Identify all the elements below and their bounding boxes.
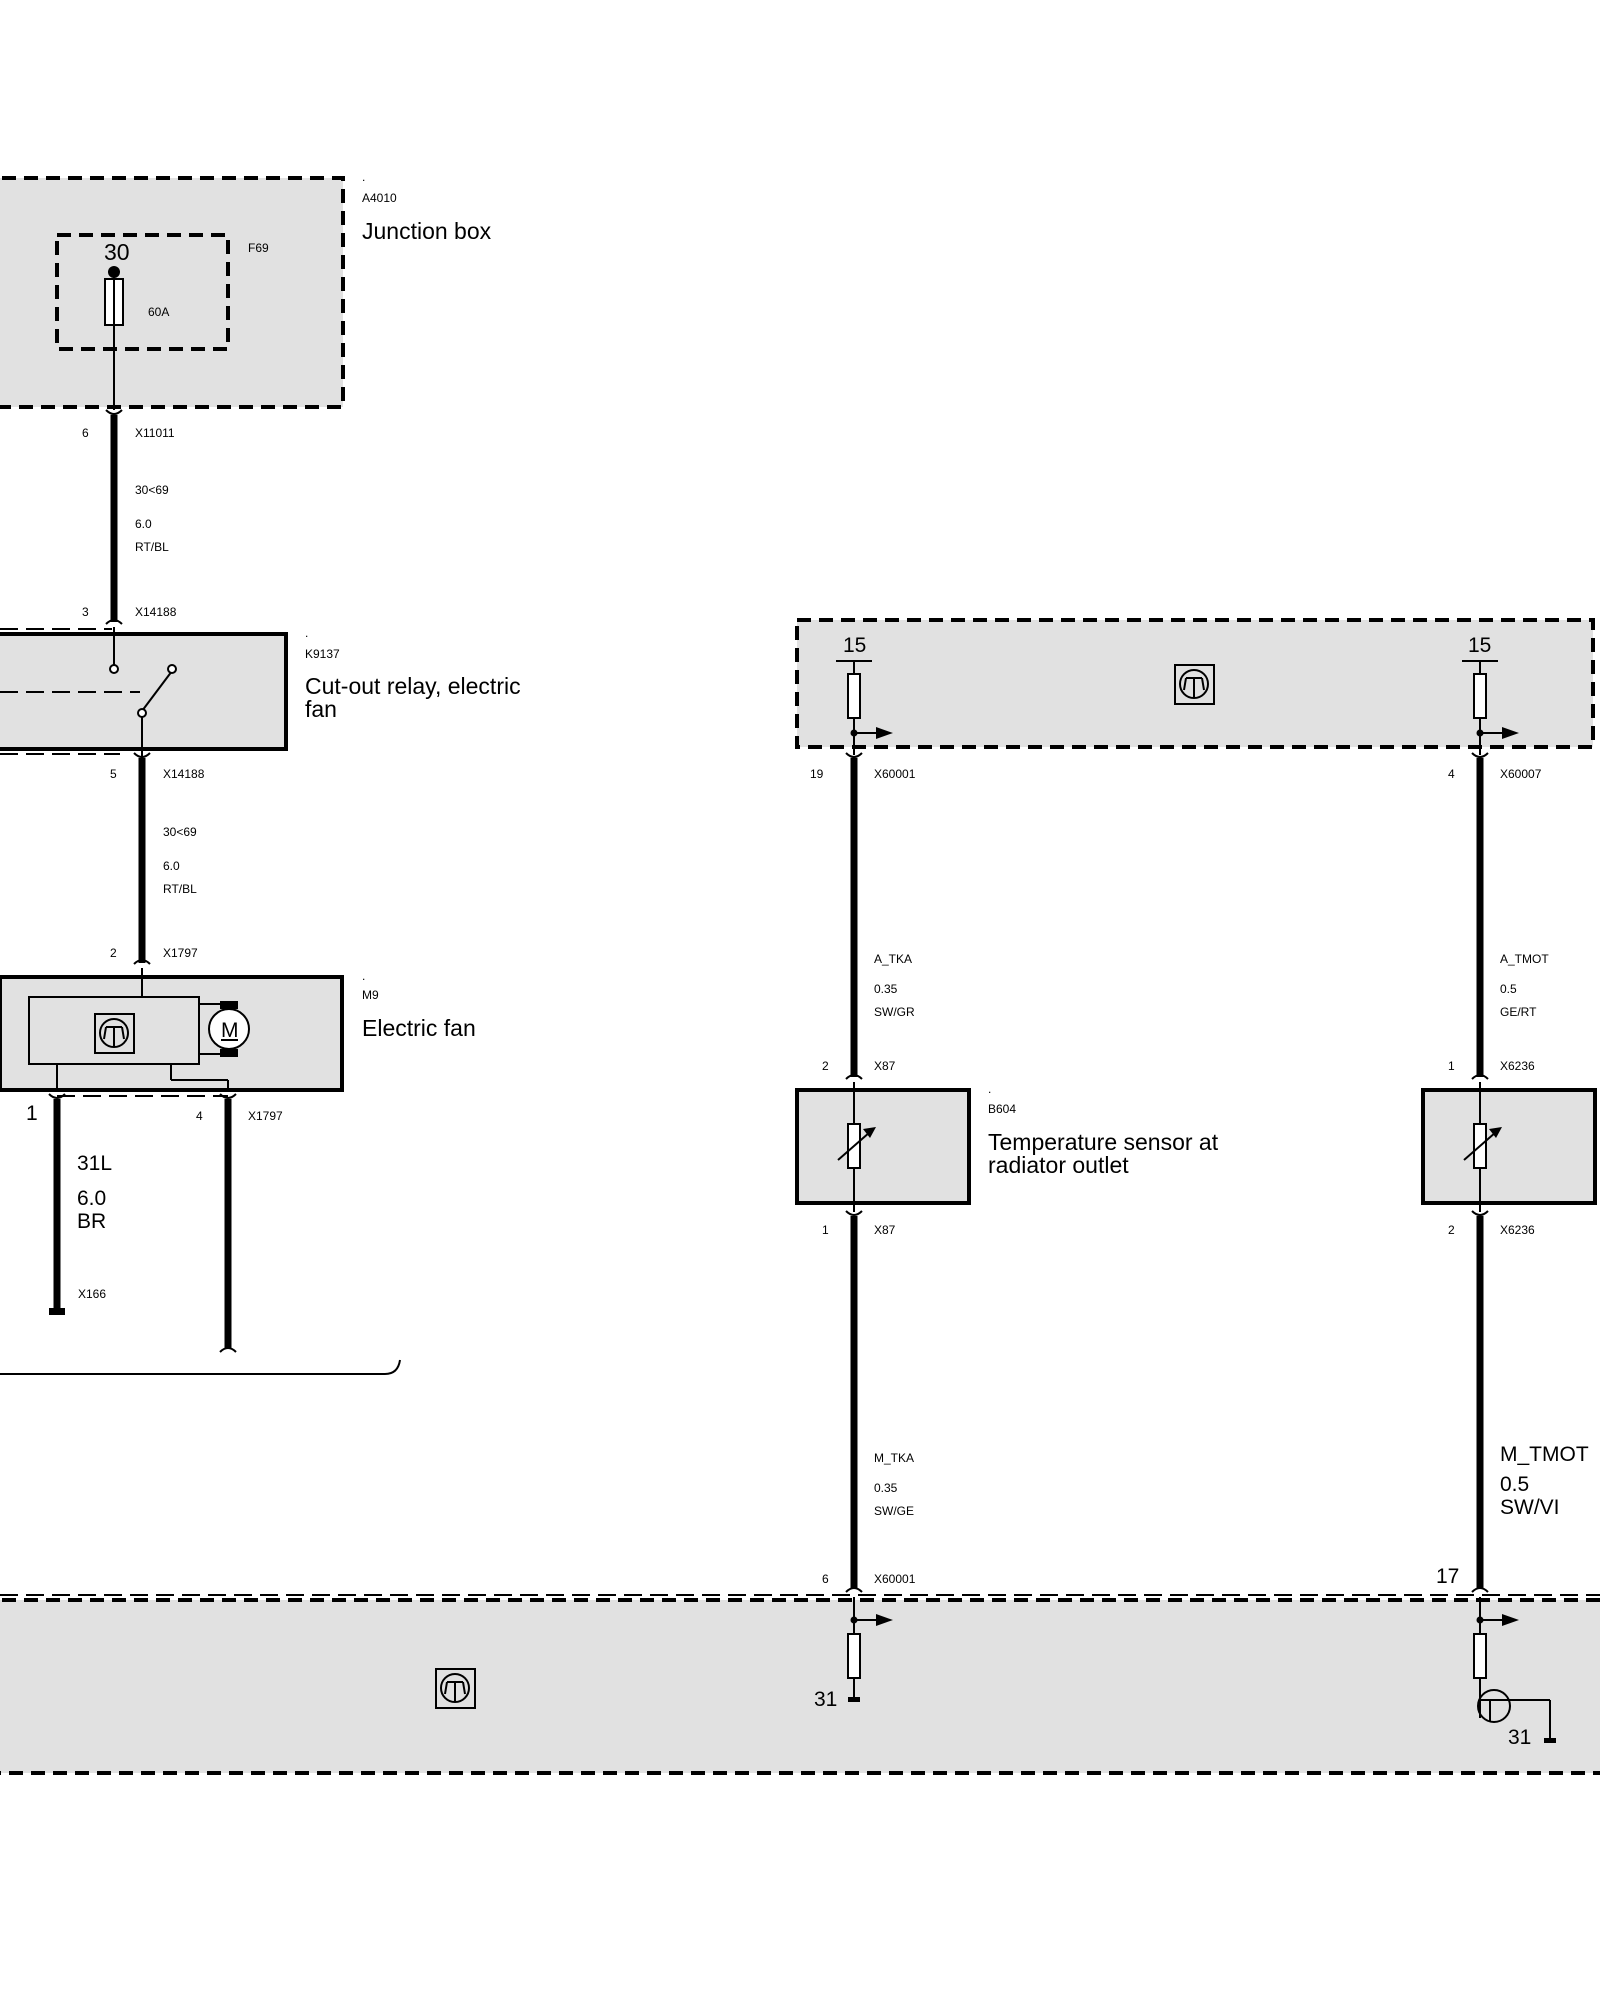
lower-module-outline <box>0 1598 1600 1775</box>
fan-code: M9 <box>362 988 379 1002</box>
wire-pin: 1 <box>1448 1059 1455 1073</box>
ground-31-left: 31 <box>814 1688 837 1711</box>
junction-box-outline <box>0 176 345 409</box>
connector-label: X60001 <box>874 1572 916 1586</box>
control-unit-icon <box>94 1013 135 1054</box>
wire-cross-section: 0.35 <box>874 982 898 996</box>
wire-30-69-upper: 6 X11011 30<69 6.0 RT/BL 3 X14188 <box>82 409 177 625</box>
wire-pin: 2 <box>822 1059 829 1073</box>
wire-cross-section: 6.0 <box>135 517 152 531</box>
connector-label: X1797 <box>163 946 198 960</box>
fuse-terminal: 30 <box>104 239 130 265</box>
wire-color: SW/GR <box>874 1005 915 1019</box>
wire-pin: 5 <box>110 767 117 781</box>
wire-pin: 19 <box>810 767 824 781</box>
connector-label: X60001 <box>874 767 916 781</box>
wire-cross-section: 0.5 <box>1500 982 1517 996</box>
wire-pin: 4 <box>1448 767 1455 781</box>
wire-pin: 2 <box>1448 1223 1455 1237</box>
sensor-name-line2: radiator outlet <box>988 1152 1129 1178</box>
temp-sensor-right <box>1421 1082 1597 1212</box>
wire-pin: 1 <box>822 1223 829 1237</box>
sensor-outline <box>795 1088 971 1205</box>
wire-signal: 30<69 <box>135 483 169 497</box>
connector-label: X11011 <box>135 426 175 440</box>
electric-fan: M . M9 Electric fan <box>0 968 476 1097</box>
connector-label: X6236 <box>1500 1223 1535 1237</box>
wire-pin: 17 <box>1436 1565 1459 1588</box>
cutout-relay: . K9137 Cut-out relay, electric fan <box>0 626 521 768</box>
upper-control-module: 15 15 <box>795 618 1595 755</box>
relay-name-line2: fan <box>305 696 337 722</box>
transistor-icon <box>1477 1689 1556 1743</box>
connector-label: X87 <box>874 1059 896 1073</box>
wire-signal: 30<69 <box>163 825 197 839</box>
wire-color: BR <box>77 1210 106 1233</box>
wire-cross-section: 6.0 <box>77 1187 106 1210</box>
wire-m-tka: 1 X87 M_TKA 0.35 SW/GE 6 X60001 <box>822 1210 916 1593</box>
temp-sensor-b604: . B604 Temperature sensor at radiator ou… <box>795 1082 1219 1212</box>
terminal-15-left: 15 <box>843 634 866 657</box>
wire-signal: 31L <box>77 1152 112 1175</box>
sensor-code: B604 <box>988 1102 1016 1116</box>
connector-label: X6236 <box>1500 1059 1535 1073</box>
wire-color: RT/BL <box>135 540 169 554</box>
lower-control-module: 31 31 <box>0 1594 1600 1775</box>
wire-signal: M_TMOT <box>1500 1443 1589 1466</box>
motor-icon: M <box>199 1001 250 1057</box>
junction-box-name: Junction box <box>362 218 492 244</box>
relay-name-line1: Cut-out relay, electric <box>305 673 521 699</box>
wire-pin: 6 <box>82 426 89 440</box>
wire-pin: 1 <box>26 1102 38 1125</box>
fuse-holder-outline <box>55 233 230 351</box>
wire-31l: 1 31L 6.0 BR X166 <box>26 1093 112 1315</box>
connector-label: X14188 <box>163 767 205 781</box>
wire-color: RT/BL <box>163 882 197 896</box>
wire-a-tmot: 4 X60007 A_TMOT 0.5 GE/RT 1 X6236 <box>1448 752 1549 1080</box>
connector-label: X14188 <box>135 605 177 619</box>
wire-30-69-lower: 5 X14188 30<69 6.0 RT/BL 2 X1797 <box>110 752 205 965</box>
wire-signal: A_TMOT <box>1500 952 1549 966</box>
motor-letter: M <box>221 1019 239 1042</box>
junction-box-dot: . <box>362 170 365 184</box>
ground-label: X166 <box>78 1287 106 1301</box>
fuse-rating: 60A <box>148 305 169 319</box>
terminal-15-right: 15 <box>1468 634 1491 657</box>
wire-x1797-pin4: 4 X1797 <box>0 1093 401 1375</box>
wire-cross-section: 6.0 <box>163 859 180 873</box>
sensor-name-line1: Temperature sensor at <box>988 1129 1219 1155</box>
wire-pin: 6 <box>822 1572 829 1586</box>
wire-signal: M_TKA <box>874 1451 914 1465</box>
connector-label: X1797 <box>248 1109 283 1123</box>
connector-label: X60007 <box>1500 767 1542 781</box>
connector-label: X87 <box>874 1223 896 1237</box>
sensor-outline <box>1421 1088 1597 1205</box>
ground-31-right: 31 <box>1508 1726 1531 1749</box>
wire-color: SW/VI <box>1500 1496 1560 1519</box>
junction-box-code: A4010 <box>362 191 397 205</box>
wire-color: SW/GE <box>874 1504 914 1518</box>
fuse-code: F69 <box>248 241 269 255</box>
wire-m-tmot: 2 X6236 M_TMOT 0.5 SW/VI 17 <box>1436 1210 1589 1593</box>
wire-pin: 2 <box>110 946 117 960</box>
wire-color: GE/RT <box>1500 1005 1537 1019</box>
wire-cross-section: 0.35 <box>874 1481 898 1495</box>
fan-name: Electric fan <box>362 1015 476 1041</box>
wire-cross-section: 0.5 <box>1500 1473 1529 1496</box>
control-unit-icon <box>1174 664 1215 705</box>
wire-pin: 3 <box>82 605 89 619</box>
relay-code: K9137 <box>305 647 340 661</box>
fan-controller <box>28 996 200 1065</box>
junction-box: 30 60A F69 . A4010 Junction box <box>0 170 492 410</box>
relay-dot: . <box>305 626 308 640</box>
fan-dot: . <box>362 969 365 983</box>
wire-pin: 4 <box>196 1109 203 1123</box>
sensor-dot: . <box>988 1082 991 1096</box>
control-unit-icon <box>435 1668 476 1709</box>
wire-signal: A_TKA <box>874 952 912 966</box>
wire-a-tka: 19 X60001 A_TKA 0.35 SW/GR 2 X87 <box>810 752 916 1080</box>
